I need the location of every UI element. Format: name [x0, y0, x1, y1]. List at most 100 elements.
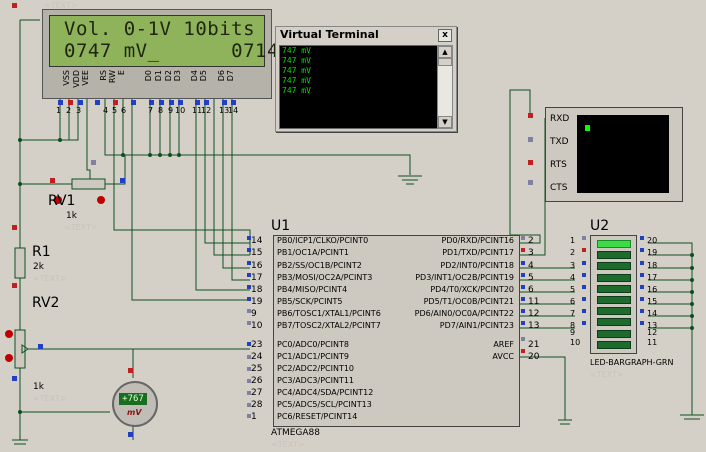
- mcu-pin-name: PB3/MOSI/OC2A/PCINT3: [277, 273, 373, 282]
- bargraph-pin-number: 13: [647, 321, 658, 330]
- lcd-pin-label: RS: [99, 70, 108, 81]
- led-segment: [597, 318, 631, 327]
- terminal-scrollbar[interactable]: ▲ ▼: [437, 45, 453, 129]
- mcu-pin-number: 12: [528, 309, 540, 319]
- virtual-terminal-window[interactable]: Virtual Terminal x 747 mV 747 mV 747 mV …: [275, 26, 457, 132]
- mcu-pin-number: 16: [251, 261, 263, 271]
- lcd-pin-number: 14: [228, 106, 239, 115]
- lcd-pin-number: 3: [76, 106, 82, 115]
- bargraph-text-tag: <TEXT>: [590, 370, 624, 379]
- bargraph-pin-number: 11: [647, 338, 658, 347]
- mcu-pin-number: 27: [251, 388, 263, 398]
- voltmeter-reading: +767: [119, 393, 147, 405]
- mcu-pin-number: 20: [528, 352, 540, 362]
- rv1-led-icon: [97, 196, 105, 204]
- vt-pin-rts: RTS: [550, 160, 567, 170]
- mcu-pin-name: PC0/ADC0/PCINT8: [277, 340, 349, 349]
- mcu-pin-number: 21: [528, 340, 540, 350]
- mcu-pin-number: 28: [251, 400, 263, 410]
- mcu-pin-name: PC3/ADC3/PCINT11: [277, 376, 355, 385]
- mcu-pin-number: 1: [251, 412, 257, 422]
- mcu-pin-number: 14: [251, 236, 263, 246]
- bargraph-pin-number: 10: [570, 338, 581, 347]
- mcu-pin-number: 15: [251, 248, 263, 258]
- mcu-pin-number: 3: [528, 248, 534, 258]
- bargraph-pin-number: 3: [570, 261, 576, 270]
- lcd-pin-label: D2: [164, 70, 173, 82]
- bargraph-pin-number: 1: [570, 236, 576, 245]
- mcu-pin-number: 5: [528, 273, 534, 283]
- lcd-pin-number: 9: [168, 106, 174, 115]
- mcu-pin-number: 10: [251, 321, 263, 331]
- lcd-pin-number: 11: [192, 106, 203, 115]
- mcu-pin-number: 13: [528, 321, 540, 331]
- mcu-pin-name: PC2/ADC2/PCINT10: [277, 364, 355, 373]
- terminal-cursor: [585, 125, 590, 131]
- bargraph-pin-number: 17: [647, 273, 658, 282]
- mcu-pin-name: PB1/OC1A/PCINT1: [277, 248, 349, 257]
- mcu-pin-number: 17: [251, 273, 263, 283]
- bargraph-pin-number: 6: [570, 297, 576, 306]
- mcu-pin-number: 9: [251, 309, 257, 319]
- mcu-pin-number: 25: [251, 364, 263, 374]
- lcd-pin-label: D7: [226, 70, 235, 82]
- lcd-pin-label: RW: [108, 70, 117, 84]
- mcu-pin-name: PC1/ADC1/PCINT9: [277, 352, 349, 361]
- bargraph-pin-number: 18: [647, 261, 658, 270]
- rv1-led-icon: [54, 196, 62, 204]
- vt-pin-cts: CTS: [550, 183, 568, 193]
- terminal-line: 747 mV: [282, 56, 311, 65]
- lcd-pin-label: D5: [199, 70, 208, 82]
- bargraph-pin-number: 7: [570, 309, 576, 318]
- lcd-pin-label: D4: [190, 70, 199, 82]
- mcu-pin-name: PC5/ADC5/SCL/PCINT13: [277, 400, 372, 409]
- mcu-atmega88[interactable]: [273, 235, 520, 427]
- mcu-pin-name: PD7/AIN1/PCINT23: [439, 321, 514, 330]
- bargraph-pin-number: 2: [570, 248, 576, 257]
- mcu-text-tag: <TEXT>: [271, 440, 305, 449]
- mcu-pin-name: PB7/TOSC2/XTAL2/PCINT7: [277, 321, 381, 330]
- mcu-pin-name: AREF: [493, 340, 514, 349]
- mcu-pin-number: 23: [251, 340, 263, 350]
- mcu-pin-number: 11: [528, 297, 540, 307]
- led-segment: [597, 262, 631, 271]
- mcu-pin-name: PC4/ADC4/SDA/PCINT12: [277, 388, 374, 397]
- lcd-pin-label: VDD: [72, 70, 81, 88]
- rv2-led-icon: [5, 354, 13, 362]
- bargraph-part: LED-BARGRAPH-GRN: [590, 358, 674, 367]
- mcu-pin-number: 24: [251, 352, 263, 362]
- mcu-pin-name: PB6/TOSC1/XTAL1/PCINT6: [277, 309, 381, 318]
- mcu-pin-name: PD4/T0/XCK/PCINT20: [430, 285, 514, 294]
- mcu-pin-name: PB5/SCK/PCINT5: [277, 297, 343, 306]
- bargraph-pin-number: 14: [647, 309, 658, 318]
- virtual-terminal-screen: [577, 115, 669, 193]
- lcd-pin-number: 10: [175, 106, 186, 115]
- mcu-pin-number: 18: [251, 285, 263, 295]
- mcu-pin-name: PD2/INT0/PCINT18: [440, 261, 514, 270]
- bargraph-pin-number: 4: [570, 273, 576, 282]
- lcd-pin-label: E: [117, 70, 126, 76]
- led-segment: [597, 251, 631, 260]
- rv2-led-icon: [5, 330, 13, 338]
- led-segment: [597, 329, 631, 338]
- close-button[interactable]: x: [438, 29, 452, 42]
- mcu-pin-number: 26: [251, 376, 263, 386]
- bargraph-ref: U2: [590, 218, 610, 234]
- lcd-pin-label: D3: [173, 70, 182, 82]
- lcd-text-tag: <TEXT>: [44, 1, 78, 10]
- terminal-line: 747 mV: [282, 66, 311, 75]
- terminal-line: 747 mV: [282, 76, 311, 85]
- rv2-ref: RV2: [32, 295, 60, 311]
- scroll-thumb[interactable]: [438, 58, 452, 66]
- scroll-up-icon[interactable]: ▲: [438, 46, 452, 58]
- led-segment: [597, 240, 631, 248]
- scroll-down-icon[interactable]: ▼: [438, 116, 452, 128]
- bargraph-pin-number: 20: [647, 236, 658, 245]
- mcu-pin-name: PB4/MISO/PCINT4: [277, 285, 348, 294]
- mcu-ref: U1: [271, 218, 291, 234]
- bargraph-pin-number: 5: [570, 285, 576, 294]
- led-segment: [597, 273, 631, 282]
- terminal-title-bar[interactable]: Virtual Terminal x: [276, 27, 456, 43]
- lcd-line-2: 0747 mV_ 0714: [64, 40, 279, 62]
- terminal-output[interactable]: 747 mV 747 mV 747 mV 747 mV 747 mV: [279, 45, 438, 129]
